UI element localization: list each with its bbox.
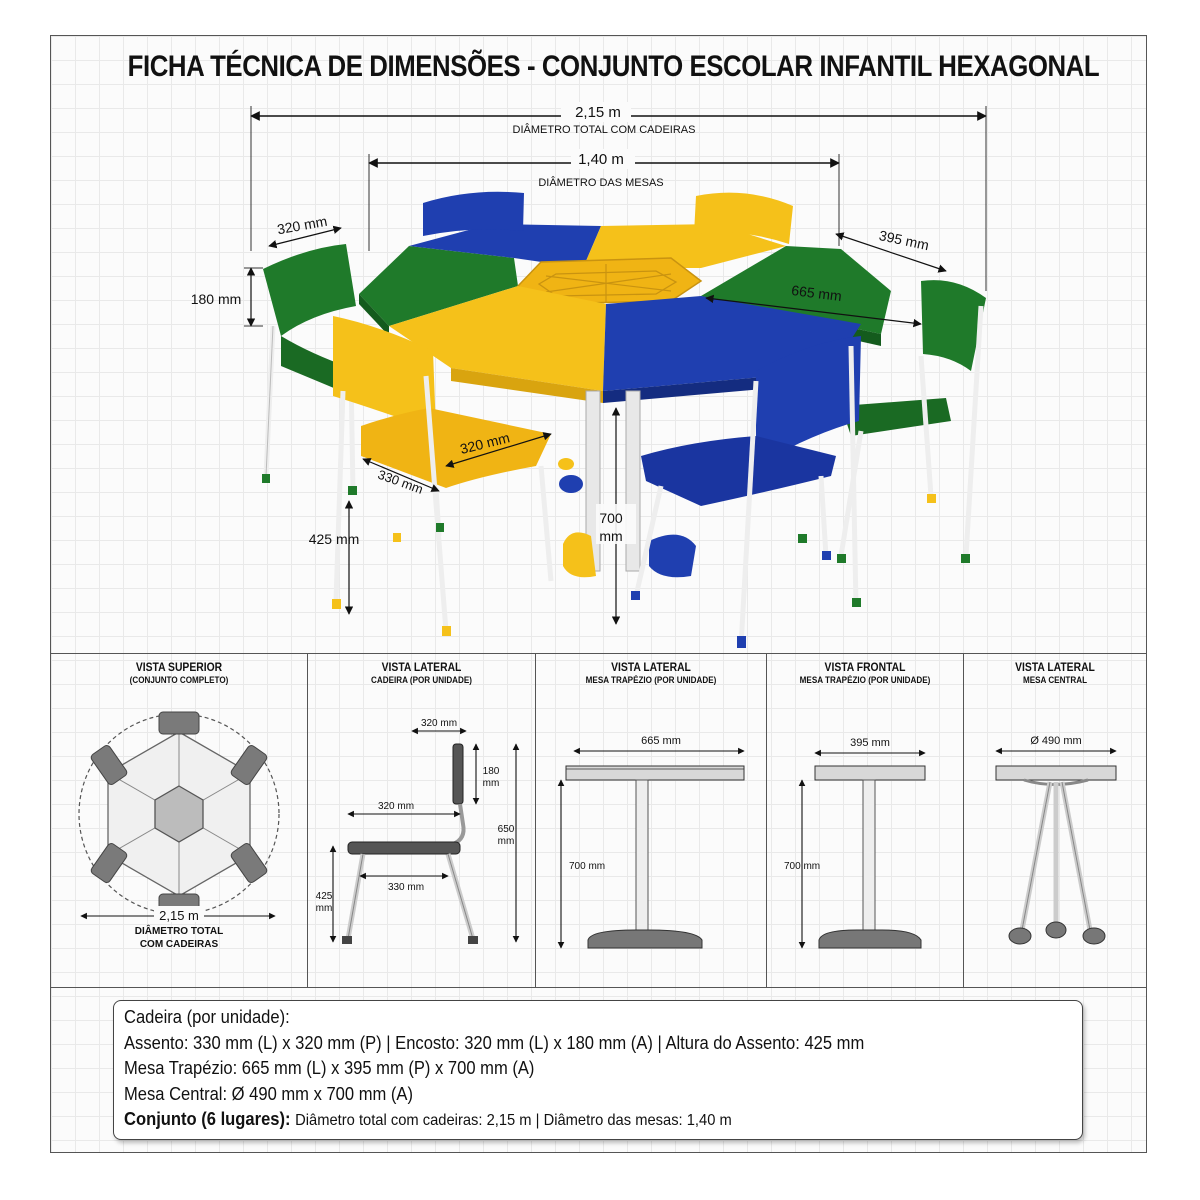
chair-seat-side (347, 841, 461, 855)
svg-text:330 mm: 330 mm (388, 882, 424, 893)
svg-text:665 mm: 665 mm (641, 735, 681, 747)
page-title: FICHA TÉCNICA DE DIMENSÕES - CONJUNTO ES… (127, 50, 1100, 83)
table-blue-back (409, 224, 601, 268)
tables-diameter-caption: DIÂMETRO DAS MESAS (538, 176, 663, 189)
panel-top-view: VISTA SUPERIOR (CONJUNTO COMPLETO) (51, 654, 308, 987)
panel-trapezio-side-view: VISTA LATERAL MESA TRAPÉZIO (POR UNIDADE… (536, 654, 767, 987)
specs-set-label: Conjunto (6 lugares): (124, 1109, 291, 1129)
dimension-table-height: 700 mm (596, 407, 636, 625)
specs-central-line: Mesa Central: Ø 490 mm x 700 mm (A) (124, 1083, 413, 1104)
svg-text:395 mm: 395 mm (878, 227, 931, 253)
dimension-total-diameter: 2,15 m DIÂMETRO TOTAL COM CADEIRAS (250, 102, 987, 291)
svg-text:665 mm: 665 mm (791, 282, 843, 304)
svg-text:650: 650 (498, 824, 515, 835)
svg-text:mm: mm (498, 836, 515, 847)
svg-text:320 mm: 320 mm (378, 801, 414, 812)
svg-text:Ø 490 mm: Ø 490 mm (1030, 735, 1081, 747)
specs-set-line: Diâmetro total com cadeiras: 2,15 m | Di… (295, 1112, 732, 1129)
svg-text:700 mm: 700 mm (569, 861, 605, 872)
svg-text:700: 700 (599, 510, 623, 526)
svg-text:320 mm: 320 mm (421, 718, 457, 729)
trapezio-top-side (565, 765, 745, 781)
technical-sheet: FICHA TÉCNICA DE DIMENSÕES - CONJUNTO ES… (50, 35, 1147, 1153)
svg-text:mm: mm (483, 778, 500, 789)
total-diameter-caption: DIÂMETRO TOTAL COM CADEIRAS (513, 123, 696, 136)
dimension-backrest-width: 320 mm (268, 213, 342, 249)
table-yellow-front (389, 286, 606, 391)
total-diameter-value: 2,15 m (575, 104, 621, 121)
trapezio-top-front (814, 765, 926, 781)
table-yellow-back (583, 224, 786, 268)
panel-central-side-view: VISTA LATERAL MESA CENTRAL Ø 490 mm (964, 654, 1146, 987)
specs-trapezio-line: Mesa Trapézio: 665 mm (L) x 395 mm (P) x… (124, 1058, 535, 1078)
view-panels: VISTA SUPERIOR (CONJUNTO COMPLETO) (51, 653, 1146, 988)
svg-text:180: 180 (483, 766, 500, 777)
chair-green-right (798, 280, 986, 563)
dimension-backrest-height: 180 mm (191, 267, 263, 327)
specs-set-row: Conjunto (6 lugares): Diâmetro total com… (124, 1107, 996, 1134)
svg-text:425: 425 (316, 891, 333, 902)
panel-chair-side-view: VISTA LATERAL CADEIRA (POR UNIDADE) (308, 654, 536, 987)
svg-text:DIÂMETRO TOTAL: DIÂMETRO TOTAL (135, 924, 224, 937)
svg-text:395 mm: 395 mm (850, 737, 890, 749)
top-view-center (154, 785, 204, 843)
specs-chair-line: Assento: 330 mm (L) x 320 mm (P) | Encos… (124, 1032, 865, 1053)
svg-text:700 mm: 700 mm (784, 861, 820, 872)
hero-illustration: 2,15 m DIÂMETRO TOTAL COM CADEIRAS 1,40 … (191, 102, 987, 648)
chair-blue-front (631, 336, 861, 648)
svg-text:2,15 m: 2,15 m (159, 908, 199, 923)
dimension-tables-diameter: 1,40 m DIÂMETRO DAS MESAS (368, 149, 840, 251)
svg-text:mm: mm (599, 528, 622, 544)
chair-backrest-side (452, 743, 464, 805)
tables-diameter-value: 1,40 m (578, 151, 624, 168)
central-top-side (995, 765, 1117, 781)
dimension-seat-height: 425 mm (309, 500, 360, 615)
chair-blue-back (423, 191, 524, 236)
panel-trapezio-front-view: VISTA FRONTAL MESA TRAPÉZIO (POR UNIDADE… (767, 654, 964, 987)
svg-text:180 mm: 180 mm (191, 291, 242, 307)
dimension-table-length: 665 mm (705, 282, 922, 328)
chair-yellow-back (694, 192, 793, 244)
trapezio-leg-front (862, 779, 876, 941)
specs-box: Cadeira (por unidade): Assento: 330 mm (… (113, 1000, 1083, 1140)
specs-heading: Cadeira (por unidade): (124, 1007, 290, 1027)
svg-text:425 mm: 425 mm (309, 531, 360, 547)
svg-text:mm: mm (316, 903, 333, 914)
svg-text:COM CADEIRAS: COM CADEIRAS (140, 939, 219, 950)
table-green-left (359, 246, 518, 326)
trapezio-leg-side (635, 779, 649, 941)
